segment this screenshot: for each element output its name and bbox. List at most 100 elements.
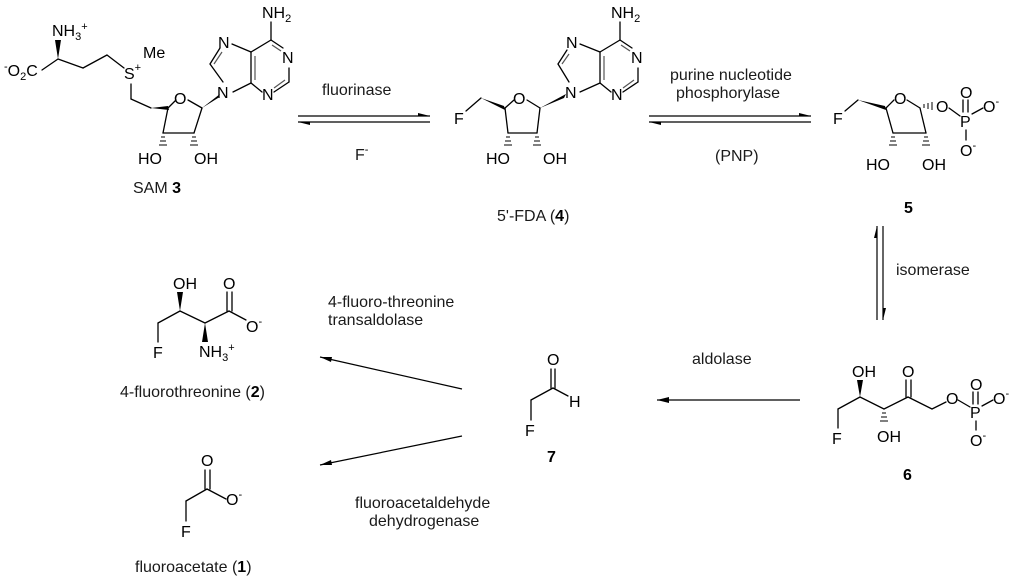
atom-oxygen: O xyxy=(223,276,235,293)
compound-7: O H F 7 xyxy=(525,352,581,466)
atom-fluorine: F xyxy=(525,423,535,440)
arrow xyxy=(319,435,463,466)
arrowhead xyxy=(657,397,669,403)
atom-n7: N xyxy=(566,35,578,52)
compound-fluorothreonine: F OH NH3+ O O- 4-fluorothreonine (2) xyxy=(120,276,265,401)
atom-n9: N xyxy=(217,85,229,102)
stereo-wedge xyxy=(540,94,566,108)
compound-number: 5 xyxy=(904,200,913,217)
atom-carboxylate: -O2C xyxy=(4,61,38,83)
compound-label-fda: 5'-FDA (4) xyxy=(497,208,569,225)
stereo-hash xyxy=(504,136,541,146)
compound-number: 6 xyxy=(903,467,912,484)
atom-oxyanion: O- xyxy=(970,430,986,450)
atom-oxygen: O xyxy=(936,99,948,116)
stereo-wedge xyxy=(857,380,863,397)
atom-ammonium: NH3+ xyxy=(199,342,235,364)
reaction-dehydrogenase: fluoroacetaldehyde dehydrogenase xyxy=(319,435,490,530)
atom-hydroxyl: OH xyxy=(173,276,197,293)
stereo-wedge xyxy=(202,94,220,108)
atom-fluorine: F xyxy=(153,345,163,362)
stereo-wedge xyxy=(858,100,886,110)
enzyme-abbreviation: (PNP) xyxy=(715,148,759,165)
arrowhead xyxy=(649,122,661,125)
stereo-hash xyxy=(889,102,933,146)
enzyme-label: aldolase xyxy=(692,351,752,368)
atom-hydroxyl: OH xyxy=(194,151,218,168)
atom-phosphorus: P xyxy=(960,114,971,131)
stereo-wedge xyxy=(177,292,183,311)
atom-oxygen: O xyxy=(970,377,982,394)
atom-fluorine: F xyxy=(454,111,464,128)
stereo-wedge xyxy=(55,40,61,59)
arrow xyxy=(319,356,463,390)
stereo-wedge xyxy=(202,323,208,342)
atom-n3: N xyxy=(611,87,623,104)
arrowhead xyxy=(320,460,332,465)
atom-hydroxyl: HO xyxy=(486,151,510,168)
atom-oxygen: O xyxy=(547,352,559,369)
compound-5: F O HO OH O P O O- O- 5 xyxy=(833,85,999,217)
reaction-fluorinase: fluorinase F- xyxy=(298,82,430,164)
atom-oxygen: O xyxy=(960,85,972,102)
atom-ring-oxygen: O xyxy=(894,91,906,108)
atom-n9: N xyxy=(565,85,577,102)
enzyme-label: purine nucleotide xyxy=(670,67,792,84)
atom-oxyanion: O- xyxy=(993,388,1009,408)
enzyme-label: transaldolase xyxy=(328,312,423,329)
atom-ring-oxygen: O xyxy=(513,91,525,108)
atom-carbonyl-oxygen: O xyxy=(902,364,914,381)
reaction-pnp: purine nucleotide phosphorylase (PNP) xyxy=(649,67,811,165)
arrowhead xyxy=(874,226,877,238)
atom-oxyanion: O- xyxy=(246,316,262,336)
atom-hydroxyl: HO xyxy=(866,157,890,174)
enzyme-label: isomerase xyxy=(896,262,970,279)
atom-hydroxyl: OH xyxy=(543,151,567,168)
atom-oxyanion: O- xyxy=(960,140,976,160)
atom-fluorine: F xyxy=(181,524,191,541)
compound-label-fluoroacetate: fluoroacetate (1) xyxy=(135,559,252,576)
atom-nh3: NH3+ xyxy=(52,21,88,43)
atom-ring-oxygen: O xyxy=(174,91,186,108)
atom-oxyanion: O- xyxy=(226,489,242,509)
atom-fluorine: F xyxy=(832,431,842,448)
arrowhead xyxy=(418,113,430,116)
stereo-wedge xyxy=(481,98,505,110)
compound-number: 7 xyxy=(547,449,556,466)
stereo-hash xyxy=(880,412,888,422)
atom-amine: NH2 xyxy=(262,5,291,25)
atom-phosphorus: P xyxy=(970,405,981,422)
atom-hydroxyl: OH xyxy=(877,429,901,446)
atom-fluorine: F xyxy=(833,111,843,128)
enzyme-label: fluoroacetaldehyde xyxy=(355,495,490,512)
arrowhead xyxy=(799,113,811,116)
compound-label-fluorothreonine: 4-fluorothreonine (2) xyxy=(120,384,265,401)
atom-n7: N xyxy=(218,35,230,52)
compound-6: F OH OH O O P O O- O- 6 xyxy=(832,364,1009,484)
atom-n1: N xyxy=(282,50,294,67)
arrowhead xyxy=(298,122,310,125)
compound-label-sam: SAM 3 xyxy=(133,180,181,197)
arrowhead xyxy=(883,308,886,320)
atom-hydrogen: H xyxy=(569,394,581,411)
atom-hydroxyl: HO xyxy=(138,151,162,168)
atom-sulfonium: S+ xyxy=(124,62,141,83)
atom-hydroxyl: OH xyxy=(922,157,946,174)
stereo-wedge xyxy=(151,106,169,110)
reaction-transaldolase: 4-fluoro-threonine transaldolase xyxy=(319,294,463,390)
enzyme-label: 4-fluoro-threonine xyxy=(328,294,454,311)
compound-fda: F O HO OH N N NH2 N xyxy=(454,5,643,225)
atom-oxyanion: O- xyxy=(983,96,999,116)
arrowhead xyxy=(320,357,332,362)
atom-hydroxyl: OH xyxy=(852,364,876,381)
compound-sam: -O2C NH3+ S+ Me O HO OH N xyxy=(4,5,294,197)
atom-n3: N xyxy=(262,87,274,104)
reaction-aldolase: aldolase xyxy=(657,351,800,403)
enzyme-label: phosphorylase xyxy=(676,85,780,102)
compound-fluoroacetate: O O- F fluoroacetate (1) xyxy=(135,453,252,576)
atom-amine: NH2 xyxy=(611,5,640,25)
enzyme-label: fluorinase xyxy=(322,82,391,99)
enzyme-label: dehydrogenase xyxy=(369,513,479,530)
reaction-isomerase: isomerase xyxy=(874,226,970,320)
